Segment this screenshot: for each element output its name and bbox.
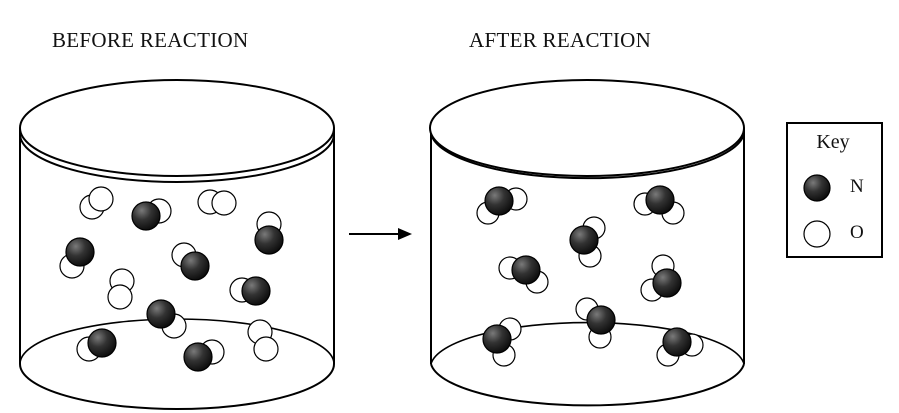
nitrogen-dioxide-molecule [569, 216, 606, 268]
nitric-oxide-molecule [146, 299, 187, 339]
nitric-oxide-molecule [183, 339, 225, 372]
nitrogen-dioxide-molecule [498, 255, 549, 294]
after-molecules [476, 185, 704, 367]
before-container [19, 79, 335, 410]
nitric-oxide-molecule [59, 237, 95, 279]
nitrogen-dioxide-molecule [476, 186, 528, 225]
nitrogen-dioxide-molecule [482, 317, 522, 367]
nitrogen-dioxide-molecule [633, 185, 685, 225]
nitric-oxide-molecule [171, 242, 210, 281]
oxygen-molecule [247, 319, 279, 362]
oxygen-molecule [107, 268, 135, 310]
nitric-oxide-molecule [76, 328, 117, 362]
reaction-arrow [349, 228, 412, 240]
oxygen-molecule [197, 189, 237, 216]
nitrogen-dioxide-molecule [640, 254, 682, 302]
nitric-oxide-molecule [229, 276, 271, 306]
nitric-oxide-molecule [131, 198, 172, 231]
before-reaction-label: BEFORE REACTION [52, 28, 249, 52]
key-box [786, 122, 883, 258]
nitrogen-dioxide-molecule [575, 297, 616, 349]
key-oxygen-label: O [850, 222, 864, 243]
key-title: Key [816, 131, 850, 153]
key-nitrogen-label: N [850, 176, 864, 197]
before-molecules [59, 186, 284, 372]
oxygen-molecule [79, 186, 114, 220]
nitrogen-dioxide-molecule [656, 327, 704, 367]
nitric-oxide-molecule [254, 211, 284, 255]
after-reaction-label: AFTER REACTION [469, 28, 652, 52]
oxygen-key-atom [803, 220, 831, 248]
nitrogen-key-atom [803, 174, 831, 202]
